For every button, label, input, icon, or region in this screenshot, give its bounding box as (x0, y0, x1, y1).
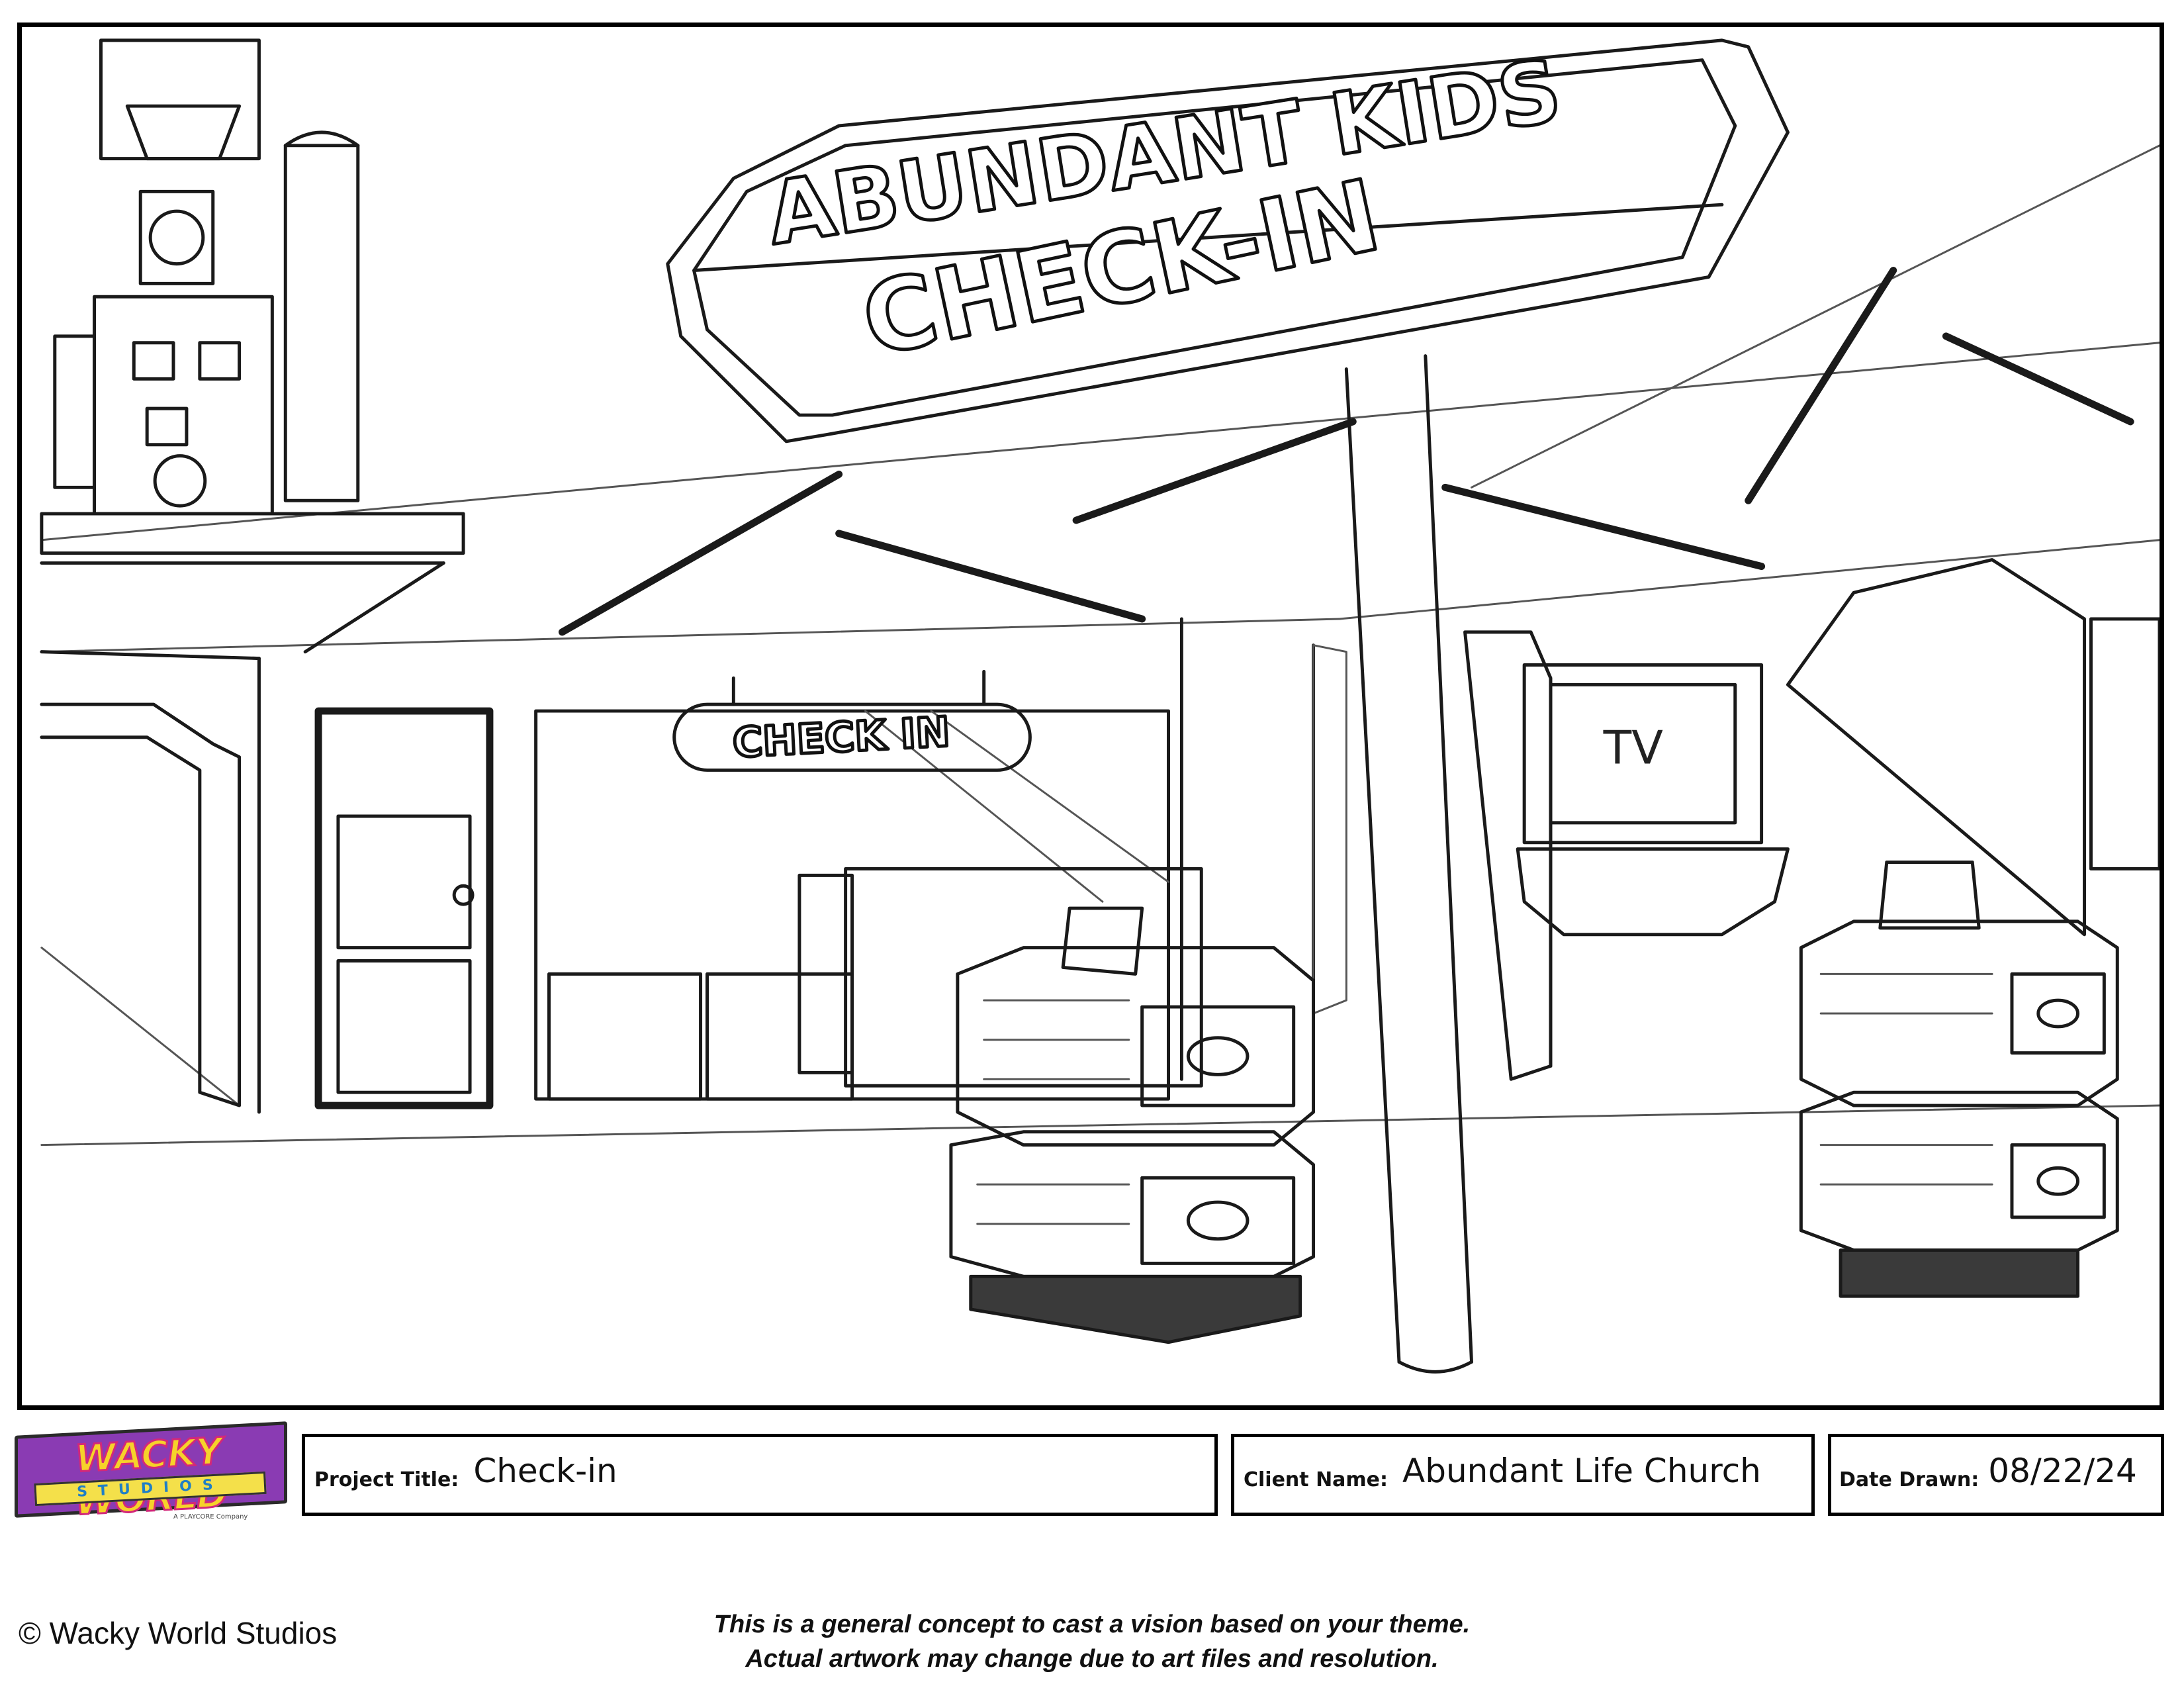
copyright-notice: © Wacky World Studios (19, 1616, 338, 1650)
disclaimer-line2: Actual artwork may change due to art fil… (745, 1645, 1439, 1673)
date-drawn-field: Date Drawn: 08/22/24 (1828, 1434, 2164, 1516)
tv-label: TV (1603, 722, 1664, 775)
concept-sketch: ABUNDANT KIDS CHECK-IN CHECK IN (17, 23, 2164, 1410)
client-name-value: Abundant Life Church (1402, 1452, 1761, 1490)
project-title-label: Project Title: (314, 1468, 459, 1491)
wacky-world-logo: WACKY WORLD STUDIOS A PLAYCORE Company (15, 1421, 291, 1526)
project-title-field: Project Title: Check-in (302, 1434, 1218, 1516)
logo-tagline: A PLAYCORE Company (173, 1513, 248, 1521)
client-name-field: Client Name: Abundant Life Church (1231, 1434, 1815, 1516)
disclaimer-line1: This is a general concept to cast a visi… (713, 1611, 1471, 1638)
client-name-label: Client Name: (1244, 1468, 1388, 1491)
date-drawn-label: Date Drawn: (1839, 1468, 1979, 1491)
sign-small-checkin: CHECK IN (731, 708, 951, 767)
sketch-drawing: ABUNDANT KIDS CHECK-IN CHECK IN (40, 38, 2160, 1374)
project-title-value: Check-in (473, 1452, 617, 1490)
date-drawn-value: 08/22/24 (1988, 1452, 2137, 1490)
disclaimer: This is a general concept to cast a visi… (596, 1607, 1588, 1676)
